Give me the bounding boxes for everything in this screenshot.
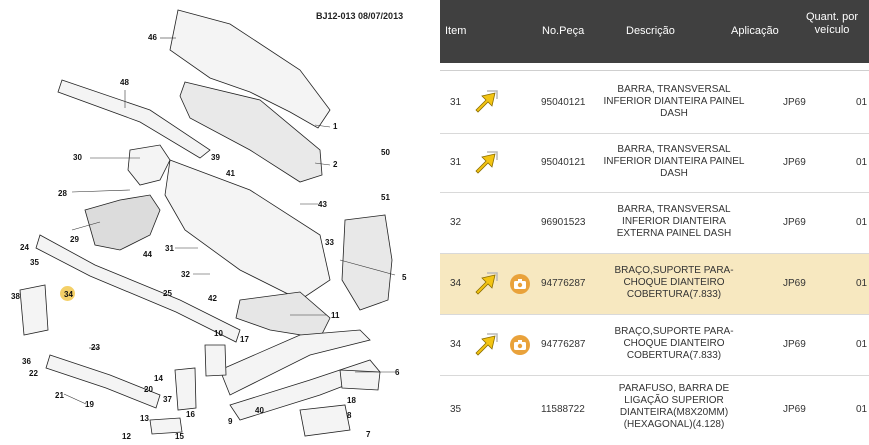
callout-25[interactable]: 25	[163, 289, 172, 298]
row-item: 31	[450, 157, 462, 168]
callout-41[interactable]: 41	[226, 169, 235, 178]
parts-exploded-diagram[interactable]: BJ12-013 08/07/2013 46 48 1 2 50 30 39 4…	[0, 0, 432, 445]
callout-22[interactable]: 22	[29, 369, 38, 378]
callout-18[interactable]: 18	[347, 396, 356, 405]
row-quantity: 01	[856, 157, 868, 168]
callout-6[interactable]: 6	[395, 368, 400, 377]
table-row[interactable]: 31 95040121 BARRA, TRANSVERSAL INFERIOR …	[440, 71, 869, 134]
row-quantity: 01	[856, 339, 868, 350]
row-application: JP69	[783, 217, 806, 228]
callout-37[interactable]: 37	[163, 395, 172, 404]
callout-7[interactable]: 7	[366, 430, 371, 439]
header-application[interactable]: Aplicação	[731, 25, 779, 37]
row-application: JP69	[783, 404, 806, 415]
callout-32[interactable]: 32	[181, 270, 190, 279]
row-description: BARRA, TRANSVERSAL INFERIOR DIANTEIRA EX…	[616, 204, 732, 239]
row-quantity: 01	[856, 278, 868, 289]
callout-44[interactable]: 44	[143, 250, 152, 259]
callout-16[interactable]: 16	[186, 410, 195, 419]
row-item: 32	[450, 217, 462, 228]
table-row-selected[interactable]: 34 94776287 BRAÇO,SUPORTE PARA-CHOQUE DI…	[440, 254, 869, 315]
row-description: BARRA, TRANSVERSAL INFERIOR DIANTEIRA PA…	[603, 144, 745, 179]
row-part-no: 11588722	[541, 404, 585, 415]
body-structure-drawing	[19, 9, 396, 437]
callout-35[interactable]: 35	[30, 258, 39, 267]
table-row[interactable]: 34 94776287 BRAÇO,SUPORTE PARA-CHOQUE DI…	[440, 315, 869, 376]
arrow-link-icon[interactable]	[473, 89, 501, 113]
row-item: 35	[450, 404, 462, 415]
header-divider	[440, 70, 869, 71]
row-item: 31	[450, 97, 462, 108]
row-application: JP69	[783, 97, 806, 108]
callout-50[interactable]: 50	[381, 148, 390, 157]
row-quantity: 01	[856, 97, 868, 108]
callout-40[interactable]: 40	[255, 406, 264, 415]
table-row[interactable]: 32 96901523 BARRA, TRANSVERSAL INFERIOR …	[440, 193, 869, 254]
row-part-no: 95040121	[541, 97, 586, 108]
row-description: BRAÇO,SUPORTE PARA-CHOQUE DIANTEIRO COBE…	[614, 265, 734, 300]
callout-2[interactable]: 2	[333, 160, 338, 169]
callout-21[interactable]: 21	[55, 391, 64, 400]
callout-10[interactable]: 10	[214, 329, 223, 338]
row-item: 34	[450, 339, 462, 350]
callout-48[interactable]: 48	[120, 78, 129, 87]
header-quantity[interactable]: Quant. por veículo	[806, 11, 858, 36]
parts-table: Item No.Peça Descrição Aplicação Quant. …	[440, 0, 869, 445]
callout-14[interactable]: 14	[154, 374, 163, 383]
callout-9[interactable]: 9	[228, 417, 233, 426]
row-part-no: 94776287	[541, 278, 586, 289]
callout-12[interactable]: 12	[122, 432, 131, 441]
callout-20[interactable]: 20	[144, 385, 153, 394]
callout-8[interactable]: 8	[347, 411, 352, 420]
table-row[interactable]: 31 95040121 BARRA, TRANSVERSAL INFERIOR …	[440, 134, 869, 193]
row-part-no: 95040121	[541, 157, 586, 168]
arrow-link-icon[interactable]	[473, 271, 501, 295]
row-description: BRAÇO,SUPORTE PARA-CHOQUE DIANTEIRO COBE…	[614, 326, 734, 361]
row-item: 34	[450, 278, 462, 289]
row-quantity: 01	[856, 217, 868, 228]
row-application: JP69	[783, 278, 806, 289]
callout-15[interactable]: 15	[175, 432, 184, 441]
callout-33[interactable]: 33	[325, 238, 334, 247]
callout-1[interactable]: 1	[333, 122, 338, 131]
callout-51[interactable]: 51	[381, 193, 390, 202]
table-header: Item No.Peça Descrição Aplicação Quant. …	[440, 0, 869, 63]
callout-5[interactable]: 5	[402, 273, 407, 282]
header-description[interactable]: Descrição	[626, 25, 675, 37]
header-item[interactable]: Item	[445, 25, 467, 37]
callout-36[interactable]: 36	[22, 357, 31, 366]
callout-42[interactable]: 42	[208, 294, 217, 303]
callout-30[interactable]: 30	[73, 153, 82, 162]
arrow-link-icon[interactable]	[473, 332, 501, 356]
row-description: BARRA, TRANSVERSAL INFERIOR DIANTEIRA PA…	[603, 84, 745, 119]
callout-34[interactable]: 34	[64, 290, 73, 299]
row-description: PARAFUSO, BARRA DE LIGAÇÃO SUPERIOR DIAN…	[618, 383, 730, 430]
callout-19[interactable]: 19	[85, 400, 94, 409]
callout-24[interactable]: 24	[20, 243, 29, 252]
callout-17[interactable]: 17	[240, 335, 249, 344]
row-application: JP69	[783, 339, 806, 350]
camera-icon[interactable]	[510, 274, 530, 294]
row-part-no: 96901523	[541, 217, 586, 228]
row-quantity: 01	[856, 404, 868, 415]
callout-28[interactable]: 28	[58, 189, 67, 198]
callout-13[interactable]: 13	[140, 414, 149, 423]
highlight-marker	[60, 286, 75, 301]
callout-11[interactable]: 11	[331, 311, 340, 320]
arrow-link-icon[interactable]	[473, 150, 501, 174]
camera-icon[interactable]	[510, 335, 530, 355]
callout-43[interactable]: 43	[318, 200, 327, 209]
row-application: JP69	[783, 157, 806, 168]
diagram-code: BJ12-013 08/07/2013	[316, 11, 404, 21]
table-row[interactable]: 35 11588722 PARAFUSO, BARRA DE LIGAÇÃO S…	[440, 376, 869, 445]
callout-23[interactable]: 23	[91, 343, 100, 352]
callout-29[interactable]: 29	[70, 235, 79, 244]
callout-39[interactable]: 39	[211, 153, 220, 162]
header-part-no[interactable]: No.Peça	[542, 25, 585, 37]
row-part-no: 94776287	[541, 339, 586, 350]
callout-38[interactable]: 38	[11, 292, 20, 301]
callout-31[interactable]: 31	[165, 244, 174, 253]
callout-46[interactable]: 46	[148, 33, 157, 42]
